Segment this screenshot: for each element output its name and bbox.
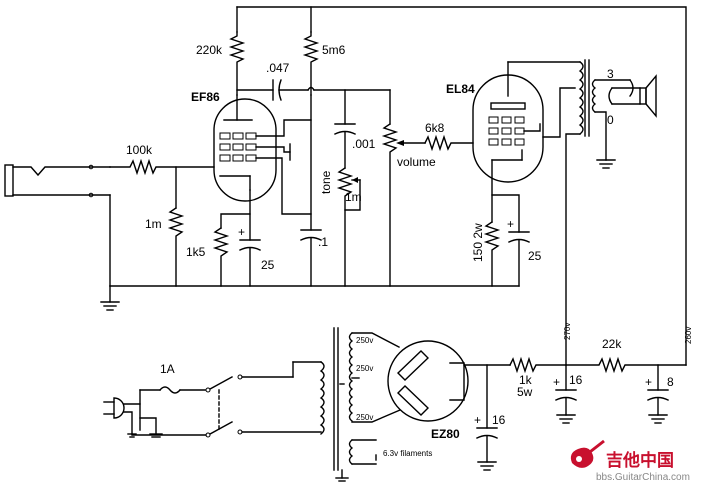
capacitor-16-a: + 16: [474, 364, 506, 471]
el84-screen-wire: [542, 87, 576, 138]
label-tap-0: 0: [607, 113, 614, 127]
label-6k8: 6k8: [425, 121, 445, 135]
label-1k: 1k: [519, 373, 533, 387]
fuse: 1A: [139, 362, 206, 405]
resistor-1m: 1m: [145, 166, 185, 287]
label-25-power: 25: [528, 249, 542, 263]
resistor-22k: 22k: [565, 337, 687, 374]
resistor-1k5: 1k5: [186, 189, 251, 287]
resistor-1k-5w: 1k 5w: [509, 356, 567, 399]
ef86-internal-wires: [255, 94, 312, 215]
resistor-5m6: 5m6: [302, 31, 346, 96]
chassis-ground: [139, 417, 163, 438]
label-tap-3: 3: [607, 67, 614, 81]
svg-text:+: +: [474, 413, 481, 427]
label-001: .001: [352, 137, 376, 151]
capacitor-16-b: + 16: [553, 364, 583, 424]
label-16-b: 16: [569, 373, 583, 387]
label-250v-3: 250v: [356, 413, 373, 422]
resistor-100k: 100k: [109, 143, 215, 176]
label-tone-1m: 1m: [345, 190, 362, 204]
label-260v: 260v: [684, 327, 693, 344]
b-plus-rail: [236, 6, 687, 366]
input-jack[interactable]: [4, 164, 111, 287]
svg-text:+: +: [507, 217, 514, 231]
tone-pot[interactable]: tone 1m: [319, 167, 362, 287]
label-5m6: 5m6: [322, 43, 346, 57]
guitar-logo-icon: [570, 439, 605, 468]
label-tone: tone: [319, 170, 333, 194]
label-8: 8: [667, 375, 674, 389]
tube-ez80: EZ80: [387, 340, 469, 441]
tube-el84: EL84: [446, 61, 544, 183]
power-switch[interactable]: [131, 361, 322, 438]
label-volume: volume: [397, 155, 436, 169]
label-ef86: EF86: [191, 90, 220, 104]
capacitor-01: .1: [300, 119, 328, 287]
resistor-150-2w: 150 2w: [471, 159, 501, 287]
output-transformer: 3 0: [565, 59, 631, 366]
capacitor-8: + 8: [645, 364, 674, 424]
label-fuse-1a: 1A: [160, 362, 175, 376]
label-ez80: EZ80: [431, 427, 460, 441]
label-el84: EL84: [446, 82, 475, 96]
power-transformer: 250v 250v 250v 6.3v filaments: [319, 327, 432, 482]
label-1k5: 1k5: [186, 245, 206, 259]
label-01: .1: [318, 235, 328, 249]
label-150-2w: 150 2w: [471, 223, 485, 262]
volume-pot[interactable]: volume: [381, 89, 436, 287]
watermark-url: bbs.GuitarChina.com: [596, 472, 690, 483]
capacitor-25-power: + 25: [491, 194, 542, 287]
label-100k: 100k: [126, 143, 153, 157]
label-5w: 5w: [517, 385, 533, 399]
label-filaments: 6.3v filaments: [383, 449, 432, 458]
label-1m: 1m: [145, 217, 162, 231]
svg-text:+: +: [645, 375, 652, 389]
label-22k: 22k: [602, 337, 622, 351]
watermark: 吉他中国 bbs.GuitarChina.com: [570, 439, 690, 483]
resistor-220k: 220k: [196, 31, 246, 96]
capacitor-25-pre: + 25: [238, 213, 275, 287]
label-250v-1: 250v: [356, 336, 373, 345]
ground-rail: [100, 285, 520, 311]
mains-plug-icon: [103, 397, 141, 438]
label-25-pre: 25: [261, 258, 275, 272]
speaker-icon: [608, 74, 657, 118]
tube-ef86: EF86: [191, 90, 277, 202]
label-220k: 220k: [196, 43, 223, 57]
label-047: .047: [266, 61, 290, 75]
watermark-brand: 吉他中国: [606, 450, 674, 470]
svg-text:+: +: [238, 225, 245, 239]
capacitor-001: .001: [334, 89, 376, 169]
capacitor-047: .047: [236, 61, 391, 101]
label-250v-2: 250v: [356, 364, 373, 373]
label-270v: 270v: [563, 323, 572, 340]
label-16-a: 16: [492, 413, 506, 427]
svg-text:+: +: [553, 375, 560, 389]
resistor-6k8: 6k8: [424, 121, 474, 152]
